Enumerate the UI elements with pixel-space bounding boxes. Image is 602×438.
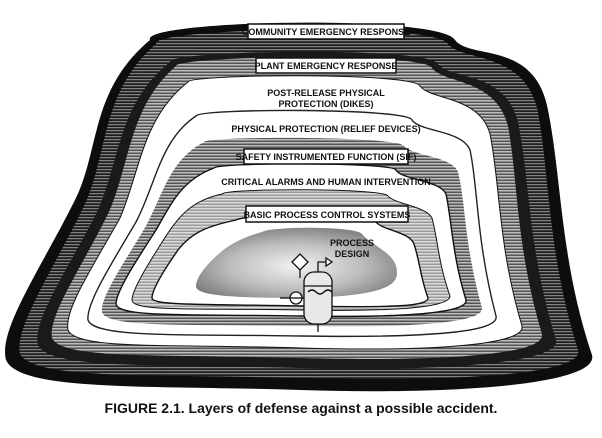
process-vessel-icon: [280, 253, 334, 332]
layer-label-plant: PLANT EMERGENCY RESPONSE: [255, 61, 398, 71]
layer-label-post-release-line1: POST-RELEASE PHYSICAL: [267, 88, 385, 98]
layer-label-relief-devices: PHYSICAL PROTECTION (RELIEF DEVICES): [231, 124, 420, 134]
figure-caption: FIGURE 2.1. Layers of defense against a …: [104, 400, 498, 416]
core-label-line2: DESIGN: [335, 249, 370, 259]
layer-label-sif: SAFETY INSTRUMENTED FUNCTION (SIF): [236, 152, 417, 162]
layer-label-post-release-line2: PROTECTION (DIKES): [278, 99, 373, 109]
layer-label-community: COMMUNITY EMERGENCY RESPONSE: [242, 27, 410, 37]
label-box-plant: [255, 57, 397, 74]
label-box-community: [247, 23, 405, 40]
label-box-bpcs: [245, 205, 409, 223]
layer-label-critical-alarms: CRITICAL ALARMS AND HUMAN INTERVENTION: [221, 177, 431, 187]
core-label-line1: PROCESS: [330, 238, 374, 248]
layer-label-bpcs: BASIC PROCESS CONTROL SYSTEMS: [244, 210, 411, 220]
label-box-sif: [243, 148, 409, 165]
